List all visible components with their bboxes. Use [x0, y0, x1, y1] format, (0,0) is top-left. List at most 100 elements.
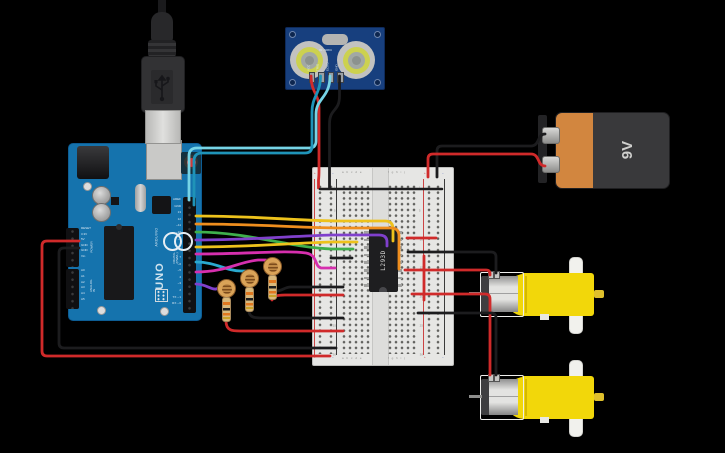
usb-cable-cord [158, 0, 166, 16]
dc-gear-motor-1[interactable] [468, 255, 608, 335]
wire-ldr2-black[interactable] [247, 309, 345, 320]
chip-pin [364, 238, 369, 242]
digital-header[interactable] [183, 197, 196, 313]
wire-arduino-5v-red[interactable] [40, 239, 332, 358]
sensor-pin-label: TRIG [316, 63, 320, 71]
wire-ldr-cyan[interactable] [194, 260, 250, 273]
power-header-label: POWER [90, 241, 94, 253]
breadboard-minus-bottom-right: − [442, 356, 444, 359]
battery-9v[interactable]: 9V [538, 112, 670, 189]
capacitor [92, 202, 111, 222]
wire-sensor-vcc-red[interactable] [309, 74, 321, 190]
analog-pin-label: A4 [81, 292, 85, 296]
power-pin-label: GND [81, 249, 88, 253]
wire-motor1-black[interactable] [406, 250, 498, 275]
breadboard-rail-plus-left[interactable] [316, 184, 323, 354]
wire-ldr-magenta[interactable] [194, 258, 268, 274]
wire-motor2-red[interactable] [410, 292, 492, 377]
arduino-uno[interactable]: ARDUINO UNO DIGITAL (PWM~) POWER ANALOG … [66, 140, 202, 321]
power-pin-label: Vin [81, 255, 86, 258]
wire-ldr1-red[interactable] [224, 319, 345, 333]
wire-signal-magenta-1[interactable] [194, 250, 337, 270]
wire-sensor-trig-teal[interactable] [192, 74, 322, 207]
wire-ldr3-black[interactable] [274, 285, 345, 293]
battery-terminal[interactable] [542, 127, 560, 144]
motor-can [489, 276, 518, 312]
photoresistor-unit-2[interactable] [240, 269, 259, 312]
wire-signal-yellow-2[interactable] [194, 240, 359, 249]
chip-pin [397, 284, 402, 287]
chip-pin [364, 284, 369, 287]
usb-port [146, 140, 182, 180]
motor-tab [540, 417, 549, 423]
digital-pin-label: 4 [179, 275, 181, 279]
usb-cable[interactable] [141, 0, 185, 144]
battery-band [555, 112, 593, 189]
digital-pin-label: ~9 [177, 237, 181, 241]
chip-pin [364, 269, 369, 272]
motor-tab [540, 314, 549, 320]
sensor-mount-hole [289, 79, 296, 86]
analog-pin-label: A2 [81, 280, 85, 284]
power-pin-label: GND [81, 243, 88, 247]
row-number: 5 [333, 209, 336, 213]
motor-end-cap [481, 379, 490, 415]
digital-pin-label: RX→0 [172, 302, 181, 306]
breadboard-minus-top-right: − [442, 172, 444, 175]
sensor-pin-label: GND [335, 64, 339, 71]
arduino-brand-label: ARDUINO [155, 227, 159, 247]
analog-pin-label: A0 [81, 269, 85, 272]
photoresistor-unit-1[interactable] [217, 279, 236, 322]
wire-ldr-purple[interactable] [194, 282, 221, 291]
wire-signal-purple-1[interactable] [194, 233, 389, 248]
photoresistor-pattern [244, 273, 255, 284]
row-number: 20 [419, 295, 424, 299]
photoresistor-pattern [221, 283, 232, 294]
motor-can-seam [489, 293, 518, 294]
arduino-logo-icon [174, 232, 193, 251]
sensor-mount-hole [374, 79, 381, 86]
motor-gearbox-seam [525, 379, 527, 416]
wire-motor2-black[interactable] [416, 311, 498, 377]
chip-pin [364, 246, 369, 249]
wire-sensor-gnd-black[interactable] [328, 74, 341, 190]
digital-pin-label: AREF [172, 198, 181, 201]
motor-can-seam [489, 396, 518, 397]
wire-signal-green[interactable] [194, 230, 355, 251]
wire-signal-orange[interactable] [194, 222, 401, 271]
wire-battery-black[interactable] [435, 132, 547, 179]
resistor[interactable] [268, 274, 277, 300]
row-number: 10 [332, 238, 337, 242]
photoresistor-unit-3[interactable] [263, 257, 282, 300]
dc-gear-motor-2[interactable] [468, 358, 608, 438]
sensor-transducer-left-core [304, 55, 314, 65]
wire-signal-yellow-1[interactable] [194, 214, 395, 243]
battery-terminal[interactable] [542, 156, 560, 173]
analog-pin-label: A5 [81, 298, 85, 301]
wire-battery-red[interactable] [426, 152, 547, 179]
breadboard-columns-top-right: f g h i j [388, 171, 406, 174]
resistor[interactable] [245, 286, 254, 312]
resistor[interactable] [222, 296, 231, 322]
breadboard-plus-top-right: + [424, 172, 426, 175]
analog-header[interactable] [66, 269, 79, 309]
power-pin-label: 3.3V [81, 232, 88, 236]
chip-pin [364, 253, 369, 257]
row-number: 5 [418, 209, 421, 213]
ultrasonic-sensor[interactable]: HC-SR04 VCC TRIG ECHO GND [285, 27, 385, 90]
icsp-header[interactable] [155, 289, 168, 302]
chip-pin [364, 231, 369, 234]
row-number: 15 [419, 266, 424, 270]
wire-sensor-echo-cyan[interactable] [187, 74, 332, 202]
digital-pin-label: 7 [179, 256, 181, 259]
analog-pin-label: A1 [81, 274, 85, 278]
digital-pin-label: 8 [179, 244, 181, 248]
sensor-pin-label: VCC [307, 64, 310, 71]
reset-button[interactable] [186, 157, 196, 167]
digital-pin-label: ~3 [177, 282, 181, 286]
sensor-pin-label: ECHO [326, 62, 329, 71]
wire-arduino-gnd-black[interactable] [57, 246, 338, 350]
wire-motor1-red[interactable] [403, 268, 492, 277]
row-number: 10 [419, 238, 424, 242]
power-jack [77, 146, 109, 179]
